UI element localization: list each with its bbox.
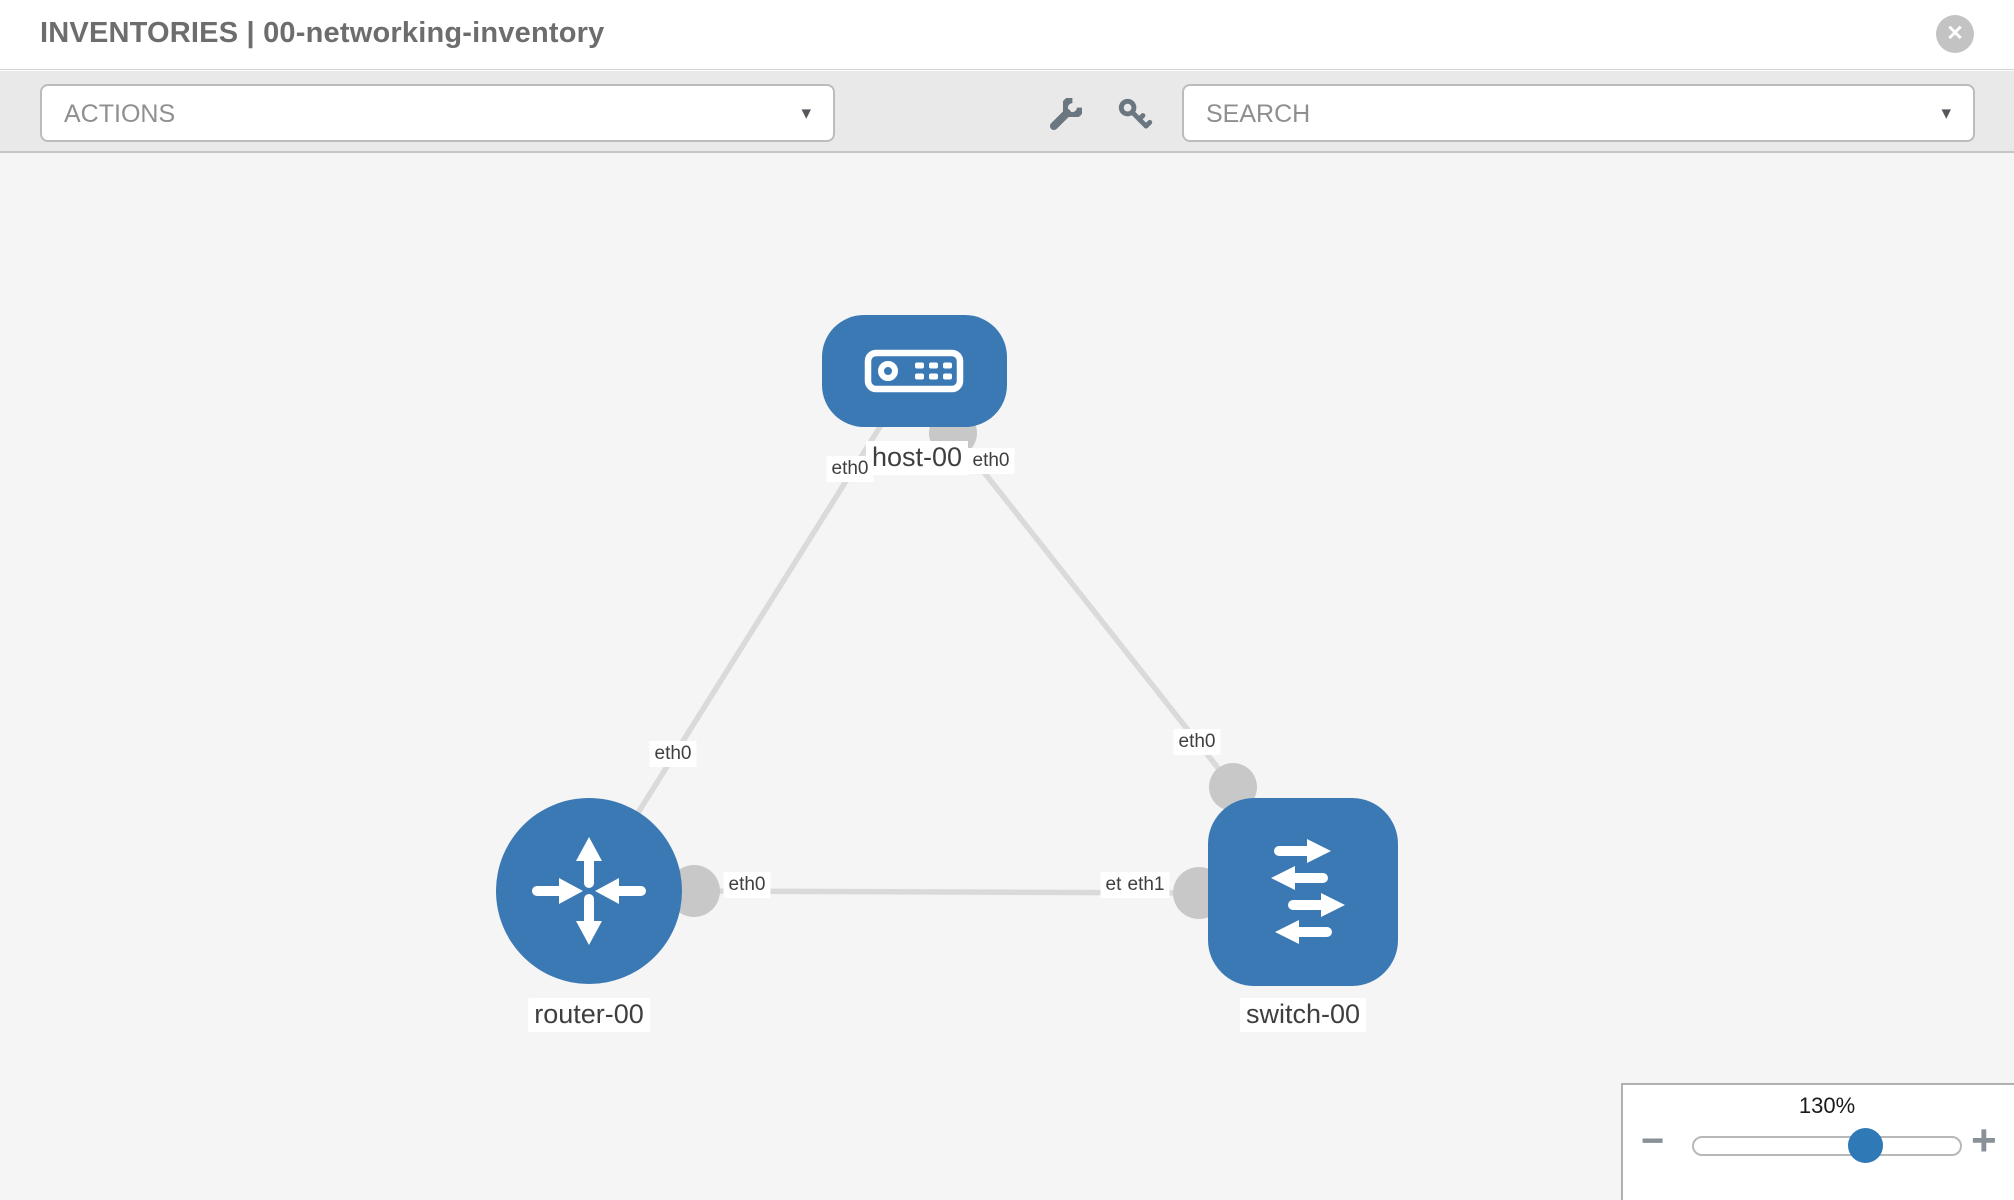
node-switch-00[interactable] [1208,798,1398,986]
key-icon [1118,98,1153,129]
close-icon: ✕ [1946,22,1964,45]
router-arrows-icon [532,837,646,945]
chevron-down-icon: ▾ [1941,103,1951,124]
link-host-switch[interactable] [950,431,1236,789]
close-button[interactable]: ✕ [1936,15,1974,53]
plus-icon: + [1971,1116,1997,1165]
wrench-icon [1049,96,1084,131]
host-server-icon [864,349,964,393]
chevron-down-icon: ▾ [801,103,811,124]
topology-canvas[interactable]: host-00 router-00 switch-00 eth0 eth0 et… [0,153,2014,1200]
topology-graph [496,315,1398,986]
page-title: INVENTORIES | 00-networking-inventory [40,17,605,49]
interface-label: eth1 [1122,872,1170,898]
interface-label: eth0 [1173,729,1221,755]
node-host-00[interactable] [822,315,1007,427]
interface-label: eth0 [649,741,697,767]
configure-button[interactable] [1046,96,1084,134]
node-label-host: host-00 [865,441,969,475]
zoom-level-value: 130% [1798,1093,1856,1118]
minus-icon: − [1641,1119,1665,1163]
credentials-button[interactable] [1116,96,1154,134]
search-dropdown[interactable]: SEARCH ▾ [1182,84,1975,142]
zoom-out-button[interactable]: − [1641,1119,1664,1164]
node-label-router: router-00 [528,998,650,1032]
interface-label: eth0 [826,456,874,482]
interfaces-layer [668,409,1257,919]
zoom-slider-thumb[interactable] [1848,1128,1883,1163]
header: INVENTORIES | 00-networking-inventory ✕ [0,0,2014,70]
interface-label: eth0 [723,872,771,898]
node-label-switch: switch-00 [1239,998,1367,1032]
zoom-in-button[interactable]: + [1971,1116,1997,1166]
actions-dropdown[interactable]: ACTIONS ▾ [40,84,835,142]
zoom-slider-track[interactable] [1692,1136,1962,1156]
actions-dropdown-label: ACTIONS [64,100,176,128]
search-dropdown-label: SEARCH [1206,100,1311,128]
switch-arrows-icon [1271,839,1345,944]
node-router-00[interactable] [496,798,682,984]
interface-label: eth0 [967,448,1015,474]
toolbar: ACTIONS ▾ [0,71,2014,153]
zoom-panel: 130% − + [1621,1083,2014,1200]
